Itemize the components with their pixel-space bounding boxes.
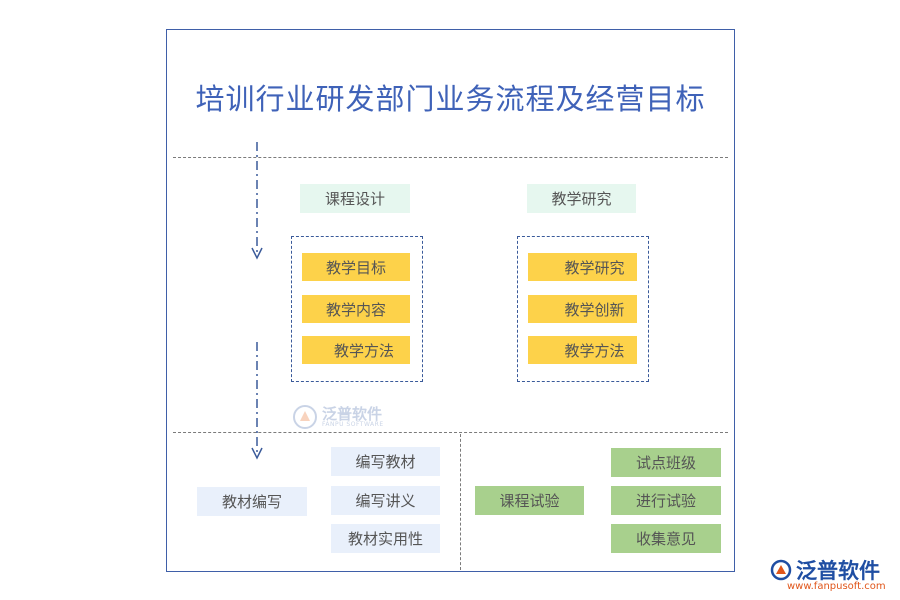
- teaching-research-group: [517, 236, 649, 382]
- watermark-name: 泛普软件: [322, 404, 383, 423]
- trial-label: 课程试验: [475, 486, 584, 515]
- watermark: 泛普软件 FANPU SOFTWARE: [292, 404, 384, 430]
- diagram-frame: [166, 29, 735, 572]
- course-design-item: 教学内容: [302, 295, 410, 323]
- watermark-sub: FANPU SOFTWARE: [322, 420, 384, 428]
- brand-url: www.fanpusoft.com: [787, 581, 886, 592]
- course-design-item: 教学方法: [302, 336, 410, 364]
- teaching-research-item: 教学创新: [528, 295, 637, 323]
- brand-logo: 泛普软件: [770, 555, 880, 585]
- trial-item: 收集意见: [611, 524, 721, 553]
- materials-item: 教材实用性: [331, 524, 440, 553]
- bottom-divider: [173, 432, 728, 433]
- materials-item: 编写讲义: [331, 486, 440, 515]
- fanpu-logo-icon: [770, 559, 792, 581]
- teaching-research-item: 教学研究: [528, 253, 637, 281]
- teaching-research-header: 教学研究: [527, 184, 636, 213]
- fanpu-logo-icon: [293, 405, 317, 429]
- trial-item: 试点班级: [611, 448, 721, 477]
- teaching-research-item: 教学方法: [528, 336, 637, 364]
- flow-arrow-bottom: [251, 342, 263, 460]
- middle-divider: [460, 434, 461, 570]
- course-design-group: [291, 236, 423, 382]
- course-design-header: 课程设计: [300, 184, 410, 213]
- materials-item: 编写教材: [331, 447, 440, 476]
- flow-arrow-top: [251, 142, 263, 260]
- trial-item: 进行试验: [611, 486, 721, 515]
- diagram-title: 培训行业研发部门业务流程及经营目标: [195, 82, 706, 116]
- materials-label: 教材编写: [197, 487, 307, 516]
- brand-name: 泛普软件: [796, 559, 880, 583]
- course-design-item: 教学目标: [302, 253, 410, 281]
- top-divider: [173, 157, 728, 158]
